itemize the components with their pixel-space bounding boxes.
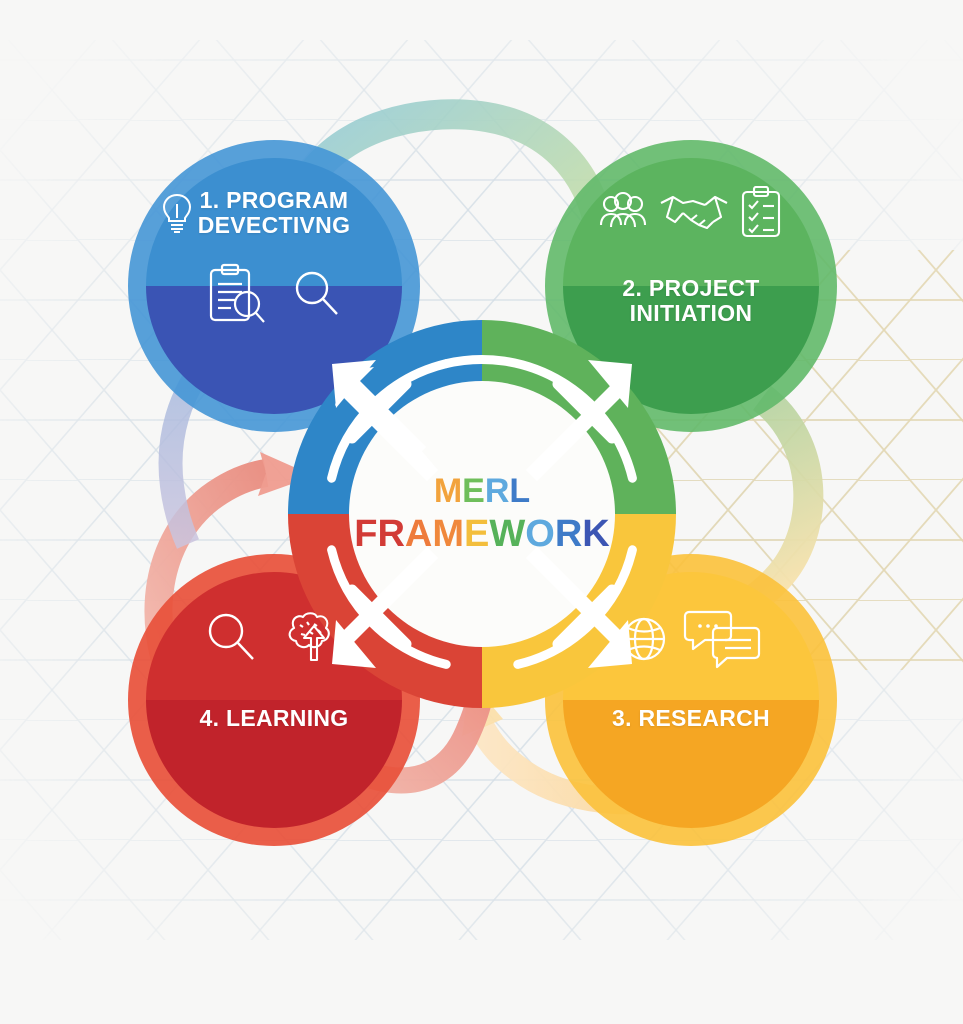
- wordmark-letter: E: [462, 472, 485, 510]
- handshake-icon: [657, 189, 731, 235]
- center-ring-arrows: [327, 355, 637, 669]
- wordmark-letter: W: [489, 513, 526, 555]
- wordmark-letter: M: [433, 472, 463, 510]
- wordmark-letter: F: [354, 513, 378, 555]
- magnifier-icon: [293, 269, 341, 319]
- node-label-learning: 4. LEARNING: [199, 705, 349, 731]
- wordmark-letter: O: [525, 513, 555, 555]
- wordmark-letter: M: [432, 513, 465, 555]
- chat-bubbles-icon: [679, 608, 763, 670]
- wordmark-letter: R: [554, 513, 583, 555]
- node-half-top: [146, 158, 402, 286]
- checklist-icon: [739, 186, 783, 238]
- node-half-bottom: [563, 700, 819, 828]
- arrow-southwest-shaft: [337, 547, 438, 648]
- node-label-program-developing: 1. PROGRAM DEVECTIVNG: [197, 187, 351, 238]
- node-icons-learning: [146, 610, 402, 666]
- wordmark-letter: R: [484, 472, 510, 510]
- arrow-southeast-head: [588, 620, 632, 668]
- clipboard-search-icon: [207, 262, 267, 326]
- arrow-southeast-shaft: [526, 547, 627, 648]
- node-label-project-initiation: 2. PROJECT INITIATION: [622, 275, 760, 326]
- brain-growth-icon: [280, 610, 342, 666]
- globe-icon: [619, 614, 669, 664]
- node-half-bottom: [146, 700, 402, 828]
- arrow-northeast-head: [588, 360, 632, 408]
- wordmark-letter: R: [377, 513, 405, 555]
- arrow-northwest-head: [332, 360, 376, 408]
- node-icons-research: [563, 608, 819, 670]
- center-merl-hub[interactable]: MERL FRAMEWORK: [288, 320, 676, 708]
- merl-wordmark: MERL: [434, 472, 530, 511]
- arrow-southwest-head: [332, 620, 376, 668]
- node-half-top: [563, 158, 819, 286]
- arrow-northwest-cross: [384, 416, 438, 481]
- people-icon: [599, 191, 649, 233]
- node-label-research: 3. RESEARCH: [612, 705, 770, 731]
- framework-wordmark: FRAMEWORK: [354, 513, 609, 556]
- node-icons-program-developing: [146, 193, 402, 326]
- lightbulb-icon: [160, 192, 194, 234]
- wordmark-letter: E: [464, 513, 490, 555]
- wordmark-letter: K: [582, 513, 610, 555]
- node-icons-project-initiation: [563, 186, 819, 238]
- wordmark-letter: L: [509, 472, 531, 510]
- magnifier-icon: [206, 611, 258, 665]
- arrow-northeast-shaft: [526, 380, 627, 481]
